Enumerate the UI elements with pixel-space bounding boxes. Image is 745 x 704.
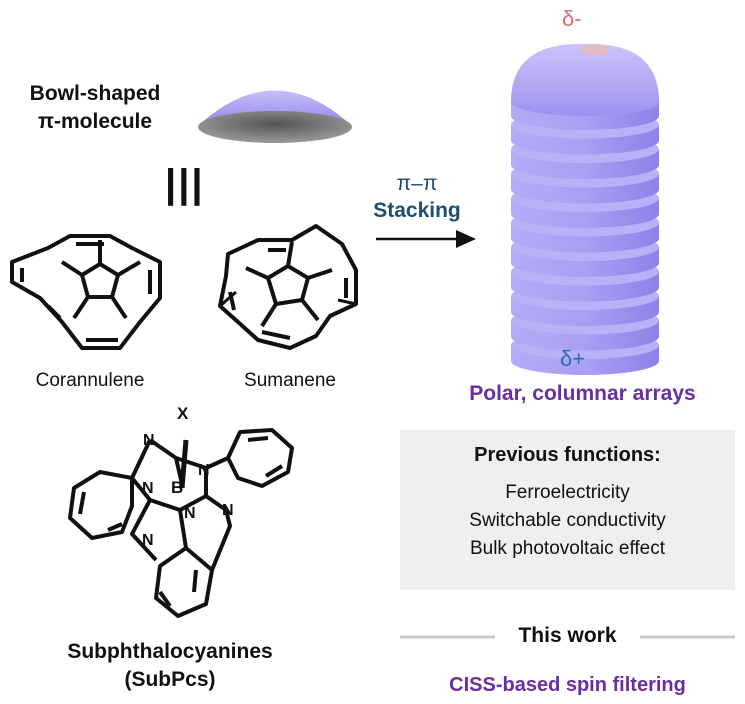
delta-minus-label: δ- bbox=[562, 6, 582, 31]
previous-function-item: Bulk photovoltaic effect bbox=[469, 538, 666, 559]
bowl-inner bbox=[198, 111, 352, 143]
column-dome bbox=[511, 43, 659, 116]
previous-function-item: Ferroelectricity bbox=[505, 482, 630, 503]
bowl-label: Bowl-shaped π-molecule bbox=[0, 80, 190, 136]
corannulene-label: Corannulene bbox=[35, 370, 145, 391]
equivalence-symbol: ||| bbox=[165, 162, 205, 206]
stacking-label: π–π Stacking bbox=[352, 170, 482, 224]
stacking-label-pipi: π–π bbox=[396, 172, 438, 195]
subpc-label: Subphthalocyanines (SubPcs) bbox=[30, 638, 310, 694]
delta-plus-label: δ+ bbox=[560, 346, 586, 371]
previous-functions-title: Previous functions: bbox=[474, 444, 661, 466]
previous-functions-box: Previous functions: Ferroelectricity Swi… bbox=[400, 430, 735, 590]
subpc-label-line1: Subphthalocyanines bbox=[67, 640, 273, 663]
atom-n-3: N bbox=[198, 462, 210, 479]
bowl-label-line2: π-molecule bbox=[37, 110, 153, 133]
column-top-highlight bbox=[581, 44, 609, 56]
columnar-caption: Polar, columnar arrays bbox=[469, 382, 696, 405]
atom-x: X bbox=[177, 404, 189, 423]
atom-b: B bbox=[171, 478, 184, 497]
this-work-label: This work bbox=[518, 624, 617, 647]
stacking-label-text: Stacking bbox=[373, 199, 461, 222]
atom-n-4: N bbox=[184, 505, 196, 522]
previous-function-item: Switchable conductivity bbox=[469, 510, 666, 531]
atom-n-2: N bbox=[142, 480, 154, 497]
this-work-result: CISS-based spin filtering bbox=[449, 674, 686, 696]
atom-n-6: N bbox=[142, 532, 154, 549]
bowl-label-line1: Bowl-shaped bbox=[29, 82, 161, 105]
subpc-label-line2: (SubPcs) bbox=[124, 668, 216, 691]
atom-n-1: N bbox=[143, 432, 155, 449]
atom-n-5: N bbox=[222, 502, 234, 519]
previous-functions-list: Ferroelectricity Switchable conductivity… bbox=[400, 479, 735, 563]
sumanene-label: Sumanene bbox=[244, 370, 336, 391]
